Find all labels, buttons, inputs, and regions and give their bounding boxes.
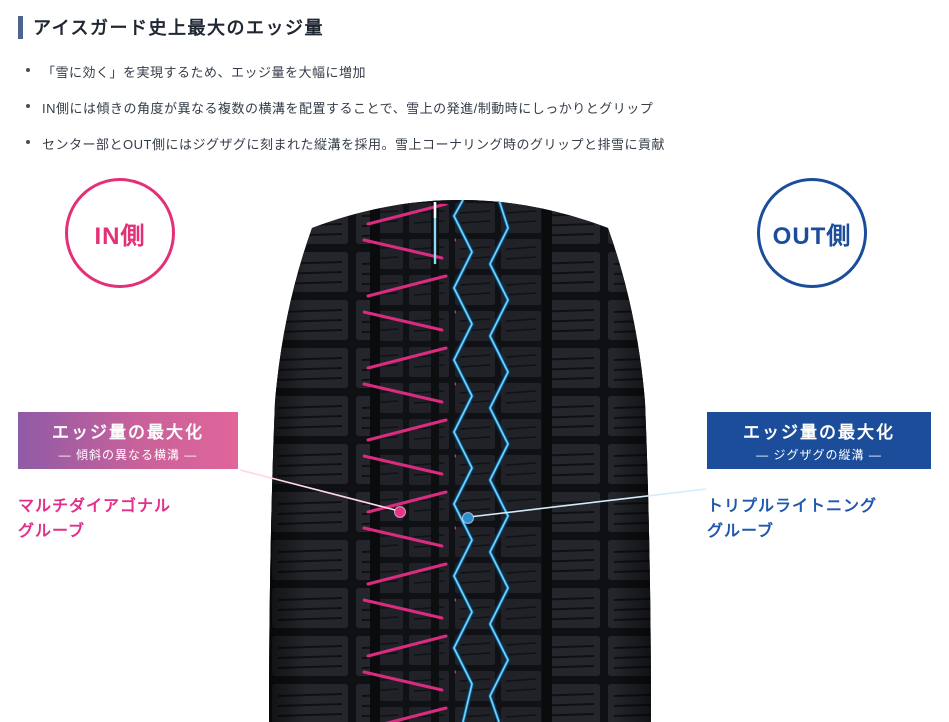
bullet-item-2: IN側には傾きの角度が異なる複数の横溝を配置することで、雪上の発進/制動時にしっ… [26,98,665,117]
page-title: アイスガード史上最大のエッジ量 [33,18,325,38]
header-accent-bar [18,15,23,39]
bullet-text-3: センター部とOUT側にはジグザグに刻まれた縦溝を採用。雪上コーナリング時のグリッ… [42,137,665,152]
out-side-badge: OUT側 [757,178,867,288]
left-groove-name-line2: グルーブ [18,523,86,540]
bullet-item-3: センター部とOUT側にはジグザグに刻まれた縦溝を採用。雪上コーナリング時のグリッ… [26,134,665,153]
out-side-label: OUT側 [772,222,852,250]
bullet-dot [26,104,30,108]
right-callout-title: エッジ量の最大化 [743,423,895,442]
in-side-badge: IN側 [65,178,175,288]
left-groove-name-line1: マルチダイアゴナル [18,498,172,515]
right-groove-caption: トリプルライトニング グルーブ [707,494,877,544]
tire-illustration [268,200,652,722]
bullet-dot [26,140,30,144]
tire-tread [269,200,651,722]
feature-bullet-list: 「雪に効く」を実現するため、エッジ量を大幅に増加 IN側には傾きの角度が異なる複… [26,62,665,170]
in-side-label: IN側 [94,222,146,250]
bullet-text-1: 「雪に効く」を実現するため、エッジ量を大幅に増加 [42,65,367,80]
bullet-item-1: 「雪に効く」を実現するため、エッジ量を大幅に増加 [26,62,665,81]
tire-tread-image [269,200,651,722]
right-groove-name-line1: トリプルライトニング [707,498,878,515]
left-callout-box: エッジ量の最大化 ― 傾斜の異なる横溝 ― [18,412,238,469]
bullet-dot [26,68,30,72]
bullet-text-2: IN側には傾きの角度が異なる複数の横溝を配置することで、雪上の発進/制動時にしっ… [42,101,654,116]
page-header: アイスガード史上最大のエッジ量 [18,14,324,40]
left-callout-title: エッジ量の最大化 [52,423,204,442]
right-callout-subtitle: ― ジグザグの縦溝 ― [756,448,882,462]
right-groove-name-line2: グルーブ [707,523,775,540]
left-callout-subtitle: ― 傾斜の異なる横溝 ― [58,448,198,462]
right-callout-box: エッジ量の最大化 ― ジグザグの縦溝 ― [707,412,931,469]
left-groove-caption: マルチダイアゴナル グルーブ [18,494,171,544]
